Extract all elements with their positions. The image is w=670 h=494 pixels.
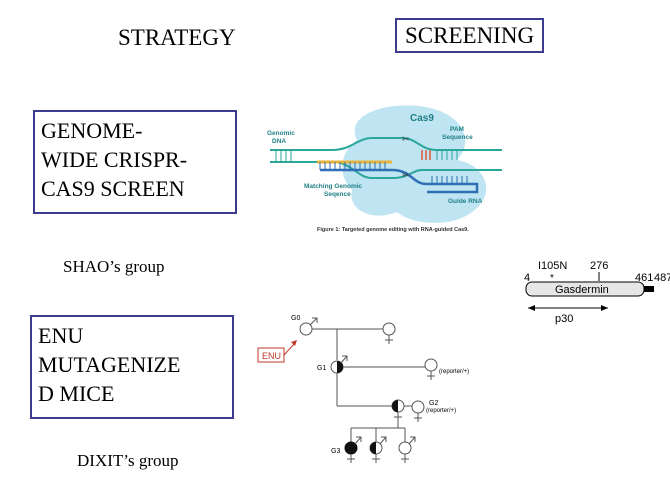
position-461: 461	[635, 272, 653, 284]
pam-label-line-1: PAM	[450, 126, 464, 133]
g2-reporter-female-cross	[414, 413, 422, 422]
g3-label: G3	[331, 448, 340, 455]
g0-male-arrow	[309, 317, 318, 326]
mutation-star: *	[550, 273, 554, 284]
g1-male-arrow	[340, 355, 348, 364]
enu-label: ENU	[262, 351, 281, 361]
g2-reporter-label: (reporter/+)	[426, 408, 456, 414]
strategy-heading: STRATEGY	[118, 25, 236, 50]
g2-label: G2	[429, 400, 438, 407]
mutation-label: I105N	[538, 260, 567, 272]
enu-title-line-2: MUTAGENIZE	[38, 352, 181, 377]
cas9-diagram: Cas9 ✂ ✂ Genomic DNA PAM Sequence Matchi…	[267, 105, 502, 233]
matching-label-line-1: Matching Genomic	[304, 183, 363, 190]
enu-arrow-head	[291, 340, 297, 346]
p30-arrow-left-head	[528, 305, 535, 311]
g0-female-cross	[385, 335, 393, 344]
position-276: 276	[590, 260, 608, 272]
screening-heading: SCREENING	[395, 18, 545, 53]
dna-ticks-left	[275, 150, 292, 162]
gasdermin-domain-diagram: I105N 276 * 4 461 487 Gasdermin p30	[524, 260, 670, 325]
guide-rna-ticks	[431, 176, 468, 184]
g3-affected-female-arrow	[354, 436, 362, 445]
cas9-protein-shape	[342, 105, 487, 223]
g3-carrier-half-fill	[370, 442, 376, 454]
position-487: 487	[654, 272, 670, 284]
matching-sequence-ticks	[319, 162, 386, 170]
crispr-title-line-3: CAS9 SCREEN	[41, 176, 185, 201]
dna-ticks-right	[436, 150, 458, 160]
p30-arrow-right-head	[601, 305, 608, 311]
crispr-title-line-2: WIDE CRISPR-	[41, 147, 188, 172]
g3-unaffected-arrow	[408, 436, 416, 445]
g2-female-cross	[394, 412, 402, 421]
enu-arrow	[283, 342, 296, 356]
g3-carrier-cross	[372, 454, 380, 463]
enu-title-line-3: D MICE	[38, 381, 115, 406]
genomic-dna-label-line-2: DNA	[272, 138, 286, 145]
enu-mice-box: ENU MUTAGENIZE D MICE	[30, 315, 234, 419]
g1-reporter-label: (reporter/+)	[439, 369, 469, 375]
gasdermin-label: Gasdermin	[555, 284, 609, 296]
cas9-label: Cas9	[410, 113, 434, 124]
g2-reporter-female-symbol	[411, 400, 425, 414]
crispr-title-line-1: GENOME-	[41, 118, 143, 143]
g0-female-symbol	[382, 322, 396, 336]
p30-label: p30	[555, 313, 573, 325]
shao-group-label: SHAO’s group	[63, 257, 165, 276]
genomic-dna-label-line-1: Genomic	[267, 130, 295, 137]
g3-carrier-arrow	[379, 436, 387, 445]
matching-label-line-2: Seqence	[324, 191, 351, 198]
guide-rna-strand	[320, 168, 479, 194]
scissors-icon-top: ✂	[402, 134, 410, 144]
g2-female-half-fill	[392, 400, 398, 412]
position-4: 4	[524, 272, 530, 284]
c-terminal-tail	[644, 286, 654, 292]
g1-male-half-fill	[337, 361, 343, 373]
dixit-group-label: DIXIT’s group	[77, 451, 179, 470]
figure-caption: Figure 1: Targeted genome editing with R…	[317, 227, 469, 233]
guide-rna-label: Guide RNA	[448, 198, 483, 205]
g1-female-cross	[427, 371, 435, 380]
enu-title-line-1: ENU	[38, 323, 84, 348]
g1-label: G1	[317, 365, 326, 372]
g1-female-symbol	[424, 358, 438, 372]
scissors-icon-bottom: ✂	[402, 170, 410, 180]
pam-ticks	[421, 150, 431, 160]
genomic-dna-strands	[270, 137, 502, 179]
pam-label-line-2: Sequence	[442, 134, 473, 141]
g3-unaffected-cross	[401, 454, 409, 463]
enu-pedigree-diagram: ENU G0 G1 (reporter/+) G2 (reporter/+) G…	[257, 315, 469, 463]
g0-label: G0	[291, 315, 300, 322]
crispr-screen-box: GENOME- WIDE CRISPR- CAS9 SCREEN	[33, 110, 237, 214]
g3-affected-female-cross	[347, 454, 355, 463]
